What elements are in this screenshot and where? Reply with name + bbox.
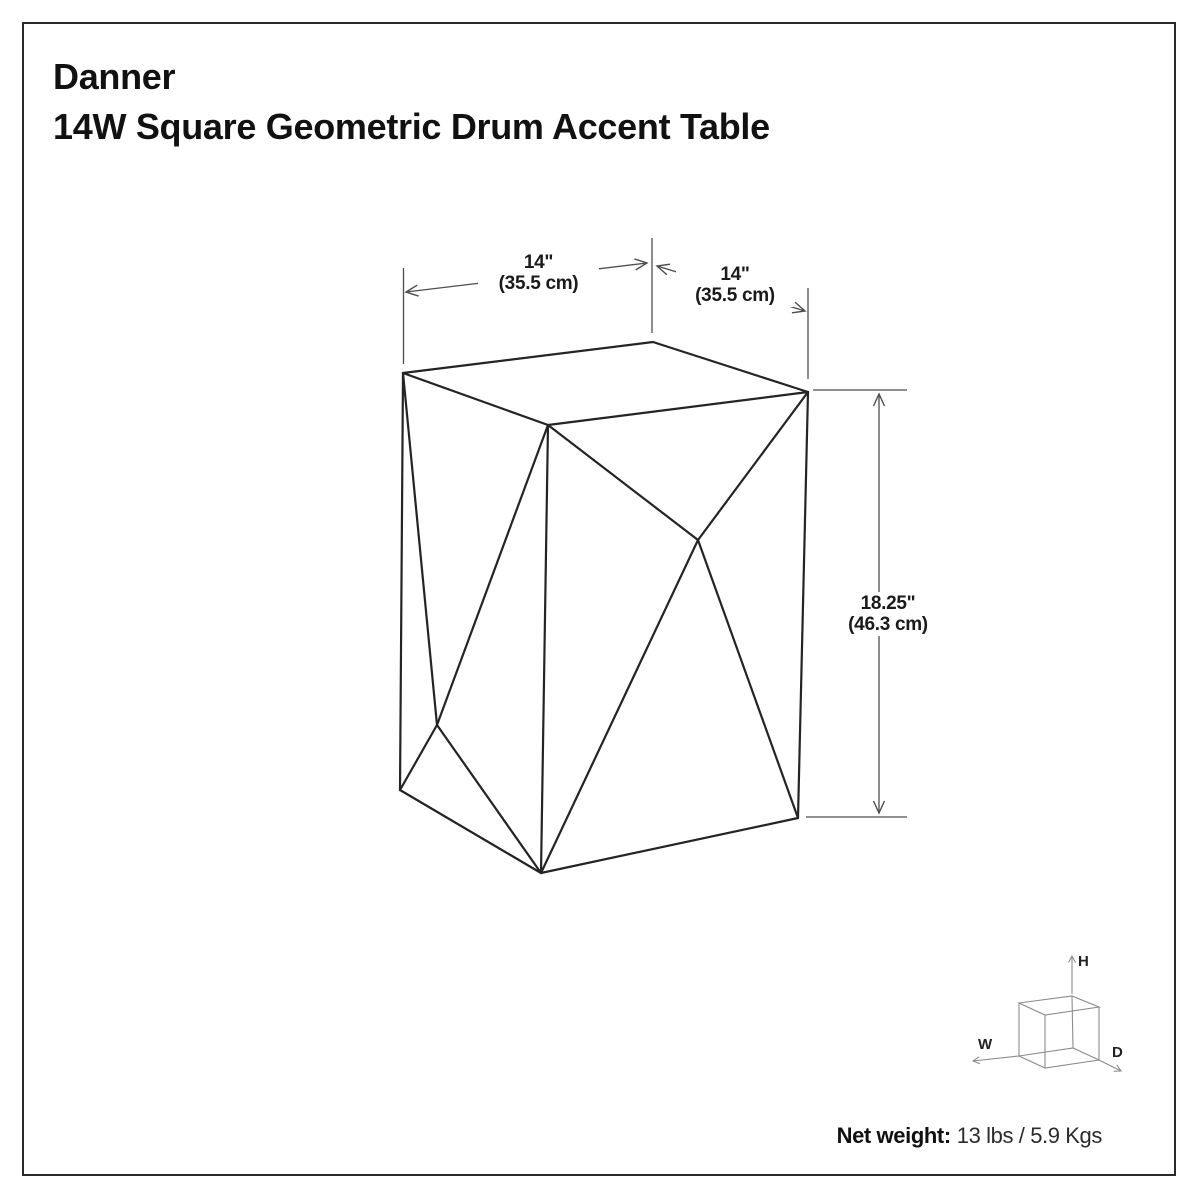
net-weight: Net weight:13 lbs / 5.9 Kgs [836,1123,1103,1149]
height-dimension-label: 18.25" (46.3 cm) [836,592,940,636]
title-block: Danner 14W Square Geometric Drum Accent … [53,52,770,152]
w-axis-arrow [971,1055,1020,1065]
axis-label-d: D [1112,1044,1123,1061]
accent-table-outline [398,340,810,875]
brand-title: Danner [53,56,176,97]
net-weight-value: 13 lbs / 5.9 Kgs [956,1123,1103,1148]
height-metric: (46.3 cm) [848,614,928,635]
axis-label-h: H [1078,953,1089,970]
product-title: 14W Square Geometric Drum Accent Table [53,106,770,147]
height-inches: 18.25" [860,593,916,614]
page-border [22,22,1176,1176]
depth-metric: (35.5 cm) [695,285,775,306]
depth-inches: 14" [720,264,750,285]
extension-lines [402,238,907,818]
depth-dimension-label: 14" (35.5 cm) [676,263,794,307]
width-dimension-label: 14" (35.5 cm) [478,251,599,295]
width-metric: (35.5 cm) [498,273,579,294]
width-inches: 14" [523,252,554,273]
d-axis-arrow [1098,1059,1123,1072]
axis-label-w: W [978,1036,993,1053]
net-weight-label: Net weight: [836,1123,952,1148]
orientation-cube-icon [971,954,1123,1072]
